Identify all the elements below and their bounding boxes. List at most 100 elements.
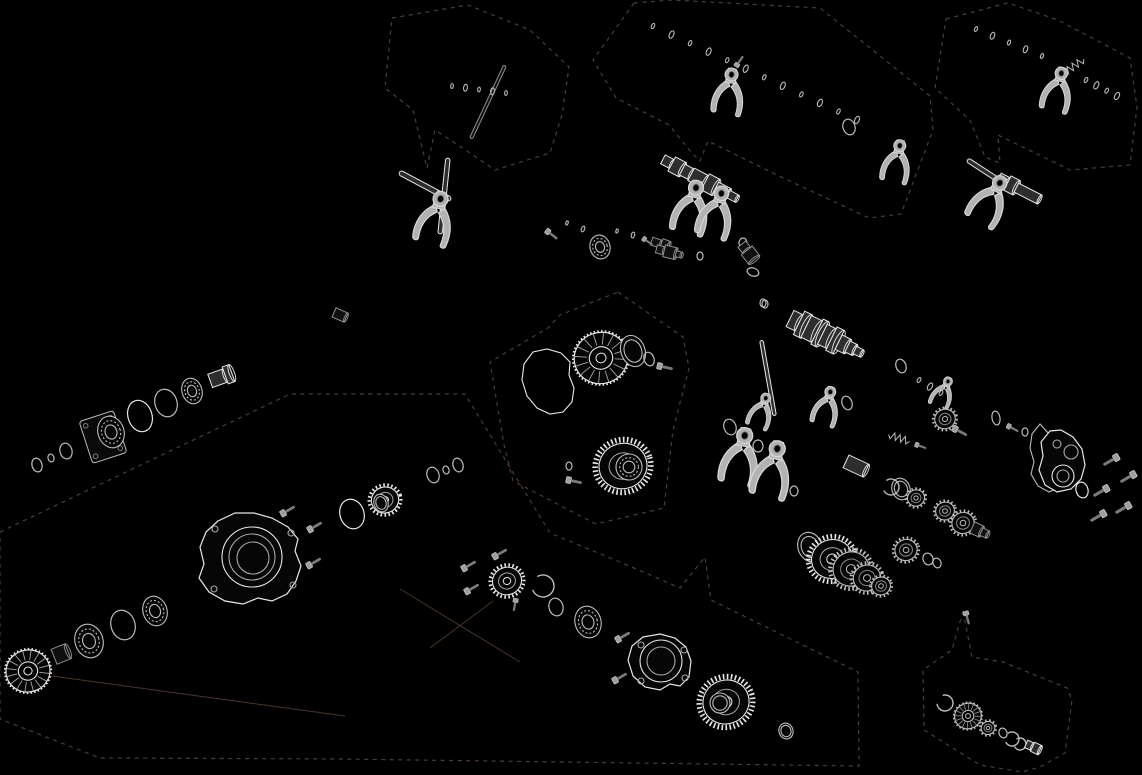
spacer xyxy=(50,643,73,665)
o-ring xyxy=(110,609,136,641)
ring xyxy=(932,557,942,569)
callout-top-right xyxy=(934,2,1138,171)
seal-ring xyxy=(842,118,856,136)
bolt xyxy=(1103,453,1121,466)
shift-fork xyxy=(809,385,838,429)
ring xyxy=(841,395,853,411)
callout-middle xyxy=(489,291,690,525)
snap-ring xyxy=(531,574,555,598)
ring xyxy=(565,461,573,471)
cap xyxy=(778,722,794,740)
spring xyxy=(1064,58,1085,75)
bearing xyxy=(589,234,611,260)
spacer xyxy=(654,244,684,261)
bolt xyxy=(614,631,630,644)
axis-line-3 xyxy=(399,588,521,663)
bolt xyxy=(1120,470,1138,483)
ring xyxy=(922,552,934,566)
snap-ring xyxy=(882,478,900,496)
hub-cone xyxy=(969,521,991,539)
roller xyxy=(978,719,998,737)
spacer xyxy=(1023,739,1043,756)
bevel-gear xyxy=(952,701,984,731)
cotter-pin xyxy=(512,597,519,612)
bolt xyxy=(305,557,321,570)
snap-ring xyxy=(1013,737,1027,751)
shift-fork xyxy=(693,185,732,242)
ring xyxy=(154,388,178,418)
washer-row xyxy=(1083,76,1121,101)
ring xyxy=(998,727,1008,739)
pin xyxy=(962,610,970,625)
bolt xyxy=(460,560,476,573)
leader-lines xyxy=(51,588,521,717)
washer-row xyxy=(450,83,508,96)
washer-row xyxy=(565,220,586,233)
bearing-retainer xyxy=(627,633,692,691)
ring xyxy=(895,358,907,374)
seal xyxy=(1075,481,1089,499)
ring xyxy=(426,466,440,484)
bearing xyxy=(74,623,104,659)
bolt xyxy=(1090,509,1108,522)
callout-bottom-right xyxy=(922,610,1073,773)
ring xyxy=(759,298,767,308)
synchro-shaft xyxy=(785,309,865,358)
shift-fork xyxy=(412,190,451,249)
bolt xyxy=(544,227,558,240)
washer-row xyxy=(973,26,1045,59)
plug xyxy=(737,240,761,265)
bolt xyxy=(1115,501,1133,514)
bolt xyxy=(951,424,968,436)
ring xyxy=(723,418,737,436)
bearing xyxy=(574,605,602,639)
ring xyxy=(59,442,73,460)
callout-top-left xyxy=(384,4,570,171)
ring xyxy=(752,439,764,453)
axis-line-1 xyxy=(51,675,346,717)
selector-arm xyxy=(759,340,777,416)
gear xyxy=(932,499,958,523)
dowel xyxy=(331,307,349,323)
parts-layer xyxy=(3,22,1138,756)
bolt xyxy=(656,362,673,370)
callout-bottom-left xyxy=(0,393,860,767)
washer-row xyxy=(650,22,861,125)
o-ring xyxy=(746,267,760,277)
ring xyxy=(442,465,450,475)
bolt xyxy=(306,521,322,534)
bolt xyxy=(463,583,479,596)
ring xyxy=(1021,427,1029,437)
gasket xyxy=(521,348,575,415)
ring xyxy=(991,410,1001,426)
o-ring xyxy=(126,399,154,433)
ring xyxy=(31,457,43,473)
bolt xyxy=(279,505,295,518)
pin xyxy=(733,55,744,69)
bearing xyxy=(619,334,647,368)
detent-ball xyxy=(914,441,927,449)
bolt xyxy=(611,672,627,685)
ring xyxy=(643,351,655,367)
pin xyxy=(1005,423,1019,432)
shift-fork xyxy=(745,392,772,432)
bolt xyxy=(491,548,507,561)
ring xyxy=(789,485,799,497)
gear xyxy=(904,487,928,509)
spring xyxy=(888,431,910,445)
pinion-gear xyxy=(3,647,53,695)
shift-fork xyxy=(1038,66,1071,115)
shift-fork xyxy=(710,67,744,118)
shift-fork xyxy=(668,179,708,238)
bearing xyxy=(142,595,168,627)
washer-row xyxy=(916,376,944,397)
o-ring xyxy=(339,498,365,530)
o-ring xyxy=(548,597,564,617)
shift-fork xyxy=(879,139,910,186)
ring xyxy=(452,457,464,473)
cluster-gear xyxy=(868,574,894,598)
